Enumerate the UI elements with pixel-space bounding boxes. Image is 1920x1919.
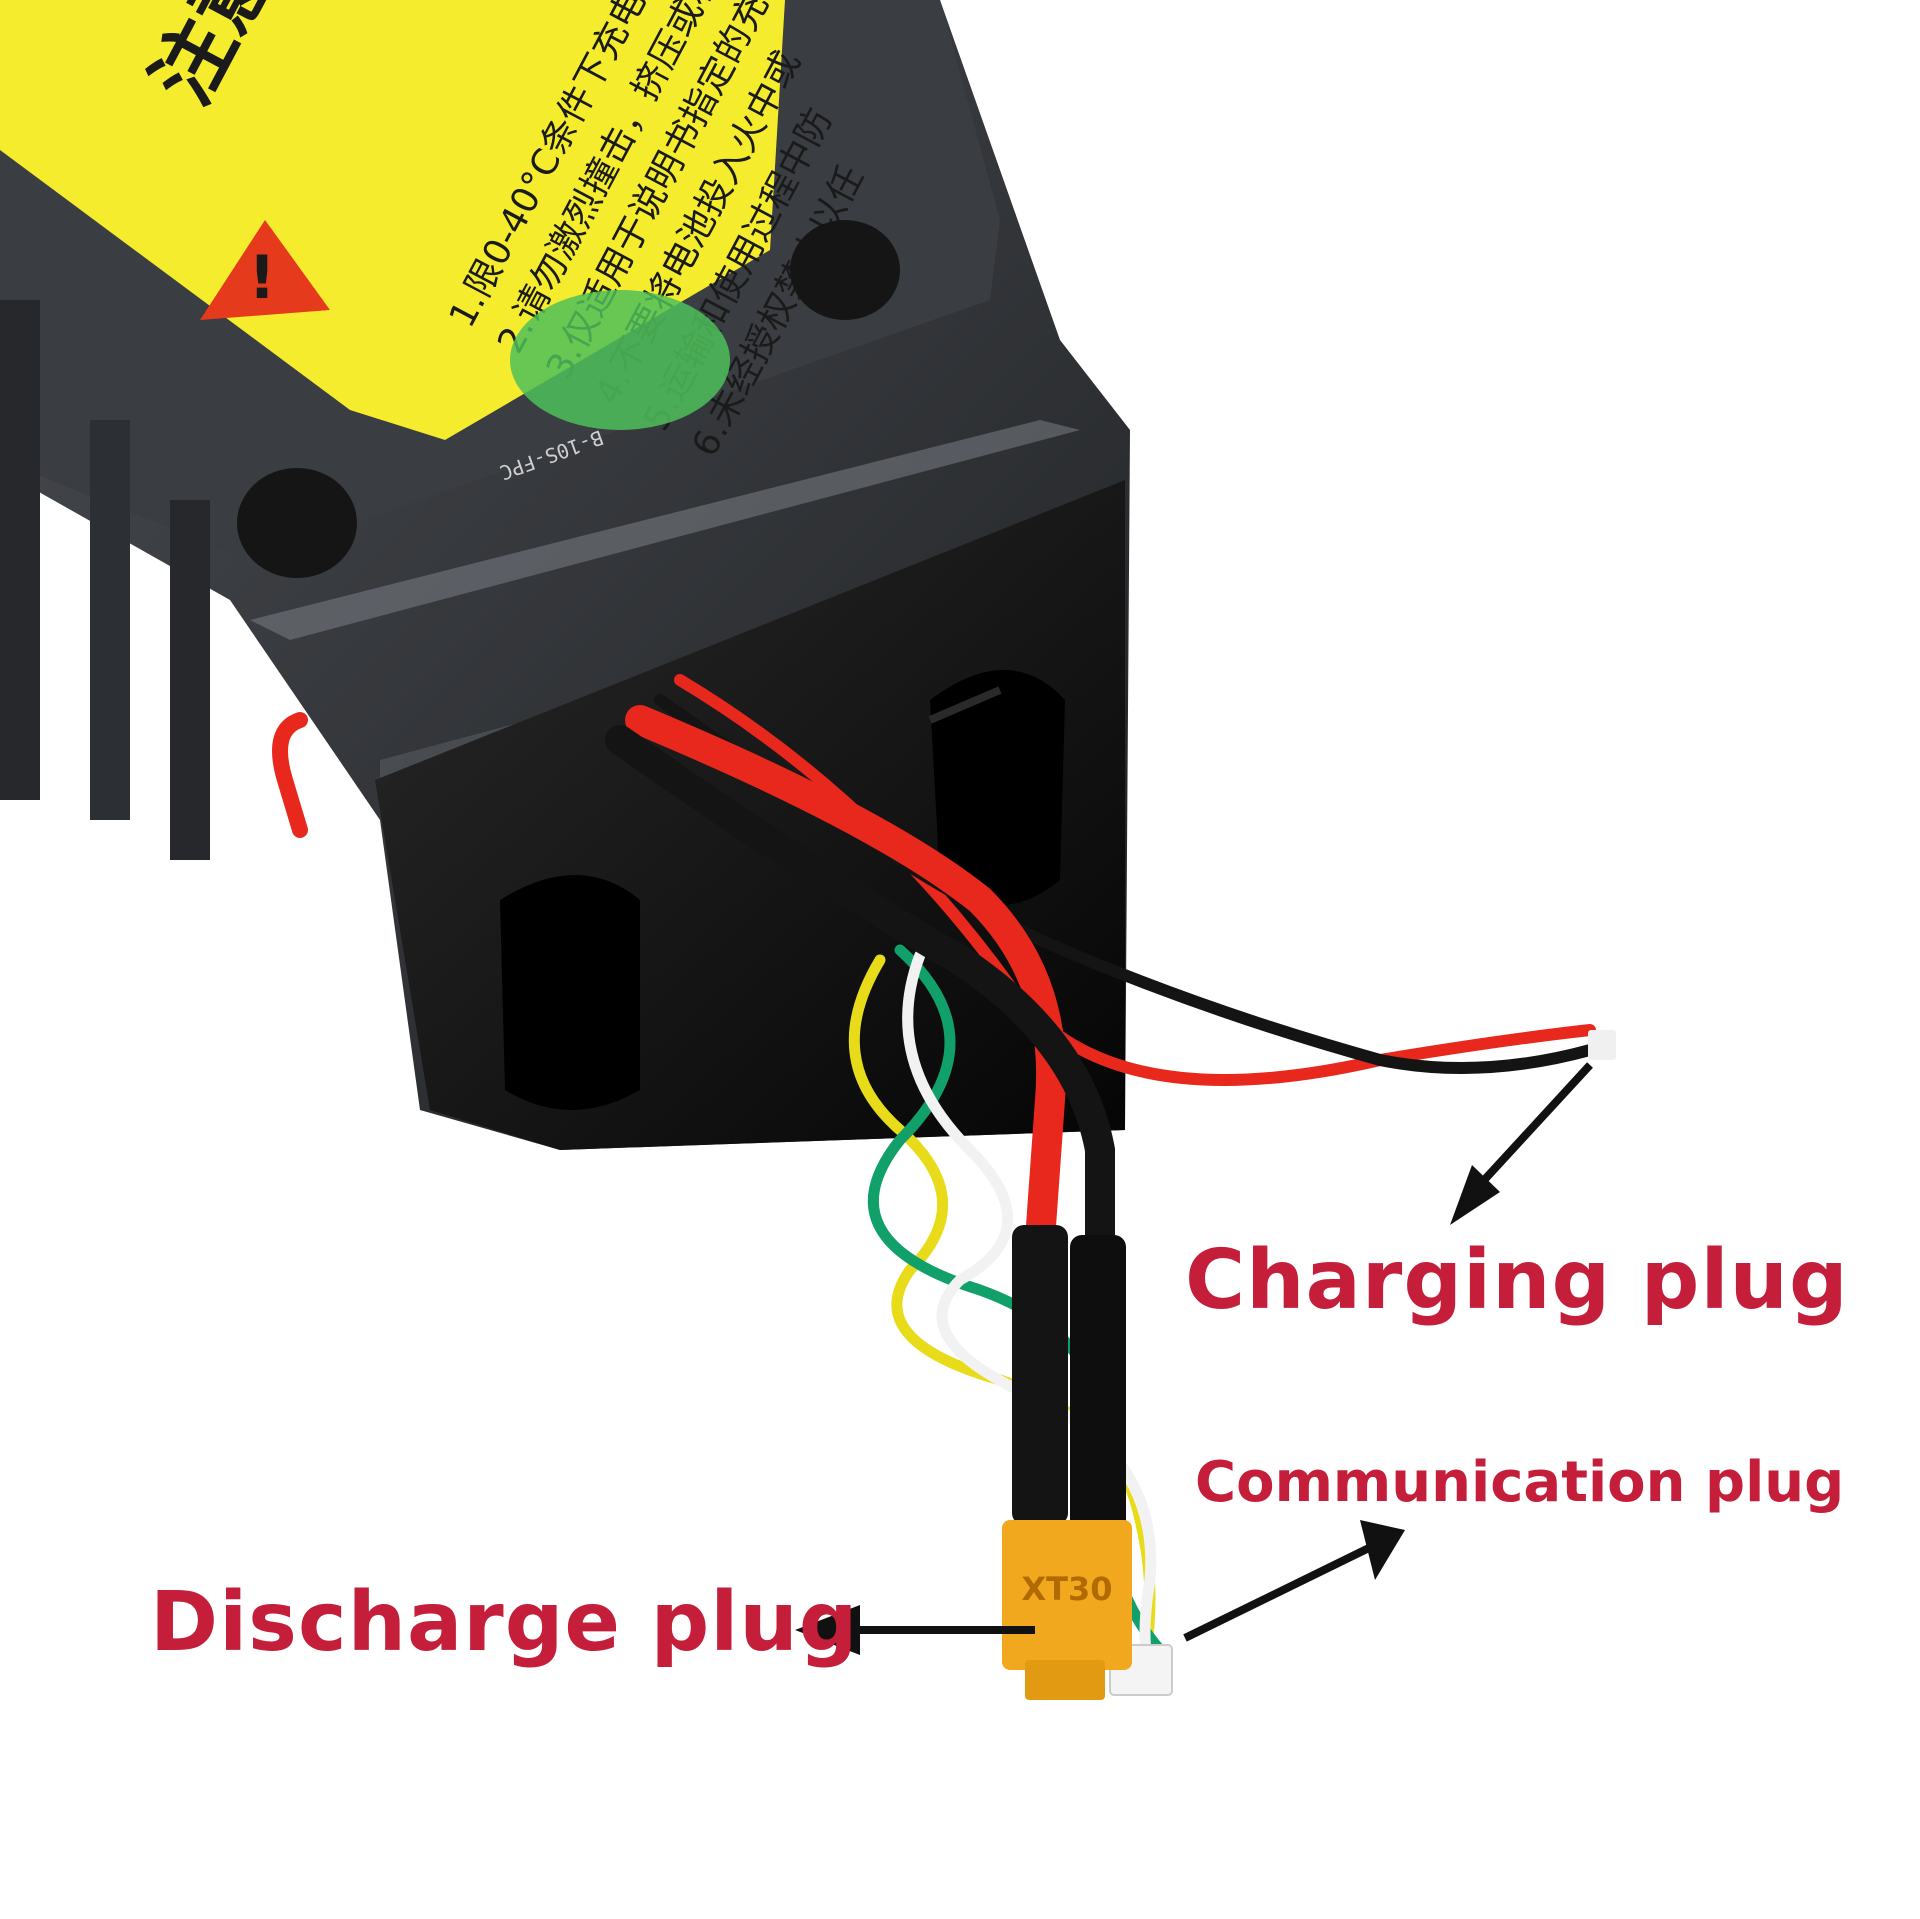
- heatshrink-black: [1012, 1225, 1068, 1525]
- heatshrink-black: [1070, 1235, 1126, 1535]
- discharge-lead: XT30: [605, 705, 1132, 1700]
- discharge-plug-label: Discharge plug: [150, 1575, 859, 1670]
- arrow-icon: [795, 1062, 1593, 1655]
- xt30-marking: XT30: [1021, 1570, 1112, 1608]
- warning-triangle-icon: [200, 220, 330, 320]
- charging-connector: [1588, 1030, 1616, 1060]
- communication-plug-label: Communication plug: [1195, 1450, 1845, 1515]
- svg-text:!: !: [248, 243, 275, 313]
- cell-wrap: [510, 290, 730, 430]
- foam-pad: [237, 468, 357, 578]
- charging-plug-label: Charging plug: [1185, 1233, 1849, 1328]
- foam-pad: [790, 220, 900, 320]
